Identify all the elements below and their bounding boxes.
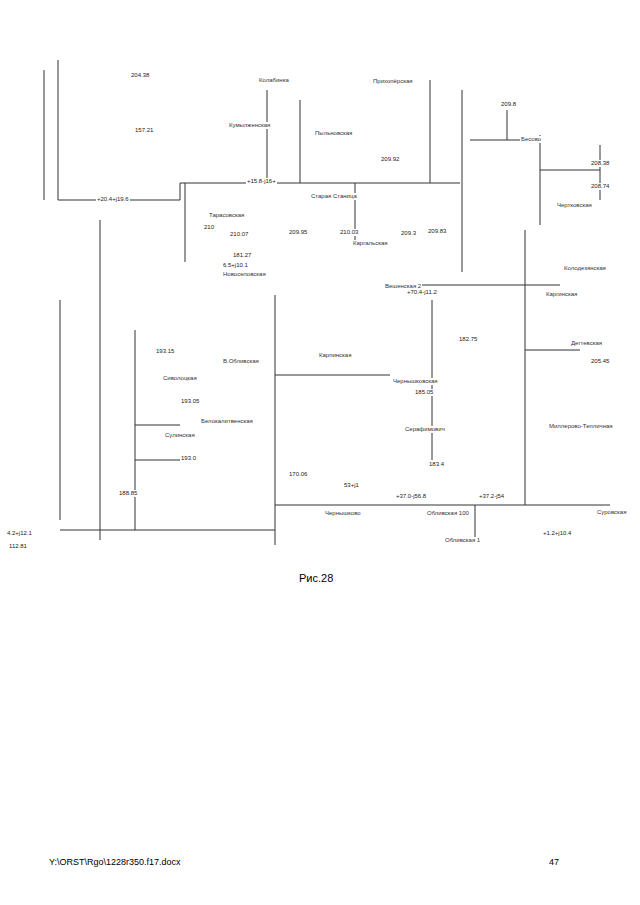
station-name: Колабинка <box>258 77 290 84</box>
value-label: 205.45 <box>590 358 610 365</box>
value-label: 209.95 <box>288 229 308 236</box>
station-name: Сиволоцкая <box>162 375 198 382</box>
station-name: Карпинская <box>318 352 352 359</box>
station-name: В.Обливская <box>222 358 260 365</box>
value-label: +1.2+j10.4 <box>542 530 572 537</box>
value-label: +37.2-j54 <box>478 493 505 500</box>
station-name: Новоселовская <box>222 271 267 278</box>
value-label: +15.8-j16+ <box>246 178 277 185</box>
value-label: +20.4+j19.6 <box>96 196 130 203</box>
value-label: 6.5+j10.1 <box>222 262 249 269</box>
station-name: Каргальская <box>352 240 389 247</box>
value-label: 157.21 <box>134 127 154 134</box>
value-label: 188.85 <box>118 490 138 497</box>
value-label: +37.0-j56.8 <box>395 493 427 500</box>
station-name: Колодезянская <box>563 265 607 272</box>
station-name: Обливская 1 <box>444 537 481 544</box>
value-label: 182.75 <box>458 336 478 343</box>
value-label: 204.38 <box>130 72 150 79</box>
value-label: 209.83 <box>427 228 447 235</box>
value-label: 209.8 <box>500 101 517 108</box>
station-name: Кумылженская <box>228 122 271 129</box>
station-name: Тарасовская <box>208 212 245 219</box>
value-label: 193.05 <box>180 398 200 405</box>
station-name: Чертковская <box>556 202 593 209</box>
value-label: 193.0 <box>180 455 197 462</box>
value-label: 170.06 <box>288 471 308 478</box>
station-name: Чернышково <box>324 510 362 517</box>
station-name: Пыльновская <box>314 130 353 137</box>
footer-text: 47 <box>548 858 560 868</box>
station-name: Каргинская <box>545 291 578 298</box>
station-name: Белокалитвенская <box>200 418 254 425</box>
station-name: Бесово <box>520 136 542 143</box>
station-name: Старая Станица <box>310 193 358 200</box>
footer-text: Y:\ORST\Rgo\1228r350.f17.docx <box>48 858 182 868</box>
station-name: Суровская <box>596 509 627 516</box>
value-label: 208.74 <box>590 183 610 190</box>
value-label: +70.4-j11.2 <box>406 289 438 296</box>
station-name: Обливская 100 <box>426 510 470 517</box>
value-label: 183.4 <box>428 461 445 468</box>
value-label: 208.38 <box>590 160 610 167</box>
value-label: 210 <box>203 224 215 231</box>
value-label: 53+j1 <box>343 482 360 489</box>
station-name: Чернышковская <box>392 378 439 385</box>
value-label: 185.05 <box>414 389 434 396</box>
value-label: 209.92 <box>380 156 400 163</box>
value-label: 210.03 <box>339 229 359 236</box>
station-name: Дегтевская <box>570 340 603 347</box>
station-name: Прихопёрская <box>372 78 414 85</box>
value-label: 193.15 <box>155 348 175 355</box>
figure-caption: Рис.28 <box>298 572 334 584</box>
station-name: Миллерово-Тепличная <box>548 423 614 430</box>
value-label: 210.07 <box>229 231 249 238</box>
value-label: 209.3 <box>400 230 417 237</box>
value-label: 112.81 <box>8 543 28 550</box>
station-name: Сулинская <box>164 432 196 439</box>
station-name: Серафимович <box>404 426 446 433</box>
value-label: 181.27 <box>232 252 252 259</box>
value-label: 4.2+j12.1 <box>6 530 33 537</box>
